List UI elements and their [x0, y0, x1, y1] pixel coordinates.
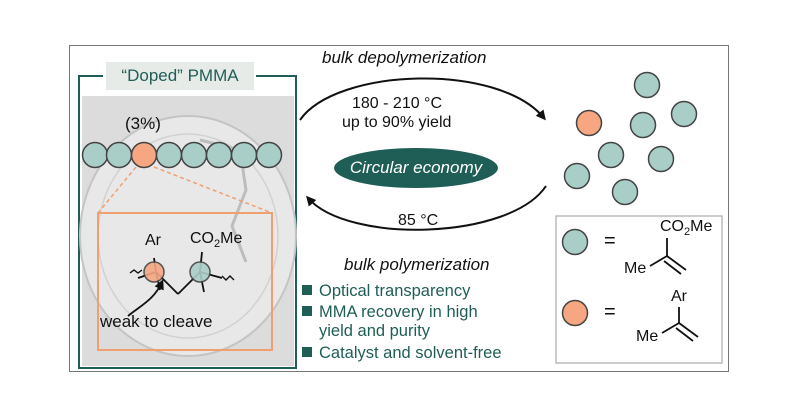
- monomer-bead-teal: [647, 145, 675, 173]
- circular-economy-label: Circular economy: [349, 158, 483, 177]
- legend-comonomer-aryl: Ar: [671, 288, 687, 305]
- monomer-cloud: [563, 71, 698, 206]
- legend-equals-comonomer: =: [604, 301, 616, 323]
- legend-mma-methyl: Me: [624, 260, 647, 277]
- chain-bead-orange: [130, 141, 158, 169]
- legend-bead-orange: [561, 299, 589, 327]
- weak-bond-annotation: weak to cleave: [100, 312, 213, 331]
- depolymerization-yield: up to 90% yield: [342, 114, 452, 131]
- monomer-bead-teal: [670, 100, 698, 128]
- legend-bead-teal: [561, 228, 589, 256]
- legend-comonomer-methyl: Me: [636, 328, 659, 345]
- monomer-bead-teal: [597, 141, 625, 169]
- feature-item-continuation: yield and purity: [319, 322, 430, 340]
- zoom-box: [97, 212, 273, 351]
- chain-bead-teal: [155, 141, 183, 169]
- zoom-guide-line: [97, 166, 137, 214]
- zoom-guide-line: [153, 166, 273, 214]
- legend-mma-ester: CO2Me: [660, 218, 713, 239]
- legend-equals-mma: =: [604, 230, 616, 252]
- aryl-label: Ar: [145, 232, 161, 249]
- chain-bead-teal: [81, 141, 109, 169]
- polymerization-label: bulk polymerization: [344, 255, 490, 274]
- feature-item: MMA recovery in high: [302, 303, 478, 322]
- monomer-bead-teal: [629, 111, 657, 139]
- pmma-panel-title: “Doped” PMMA: [121, 66, 239, 85]
- depolymerization-temperature: 180 - 210 °C: [352, 95, 443, 112]
- chain-bead-teal: [105, 141, 133, 169]
- pmma-title-background: [106, 62, 254, 90]
- comonomer-structure: [661, 307, 699, 342]
- monomer-bead-teal: [563, 162, 591, 190]
- depolymerization-arrow: [299, 77, 546, 121]
- bullet-square-icon: [302, 306, 312, 316]
- zoom-bead-teal: [189, 261, 211, 283]
- polymer-chain: [81, 141, 283, 169]
- pmma-panel-frame: [78, 75, 297, 369]
- outer-frame: [69, 45, 729, 372]
- bullet-square-icon: [302, 347, 312, 357]
- monomer-bead-orange: [575, 109, 603, 137]
- monomer-bead-teal: [611, 178, 639, 206]
- dopant-fraction-label: (3%): [125, 114, 161, 133]
- chain-bead-teal: [230, 141, 258, 169]
- polymerization-arrow: [306, 185, 547, 231]
- chain-bead-teal: [255, 141, 283, 169]
- cleave-arrow: [127, 279, 164, 317]
- feature-item: Optical transparency: [302, 282, 470, 301]
- chain-bead-teal: [205, 141, 233, 169]
- petri-dish-photo: [79, 96, 297, 366]
- ester-label: CO2Me: [190, 230, 243, 251]
- depolymerization-label: bulk depolymerization: [322, 48, 487, 67]
- feature-item: Catalyst and solvent-free: [302, 344, 502, 363]
- bullet-square-icon: [302, 285, 312, 295]
- circular-economy-pill: [334, 148, 498, 188]
- polymerization-temperature: 85 °C: [398, 212, 439, 229]
- zoom-bead-orange: [143, 261, 165, 283]
- monomer-bead-teal: [633, 71, 661, 99]
- chain-bead-teal: [180, 141, 208, 169]
- mma-structure: [649, 238, 687, 275]
